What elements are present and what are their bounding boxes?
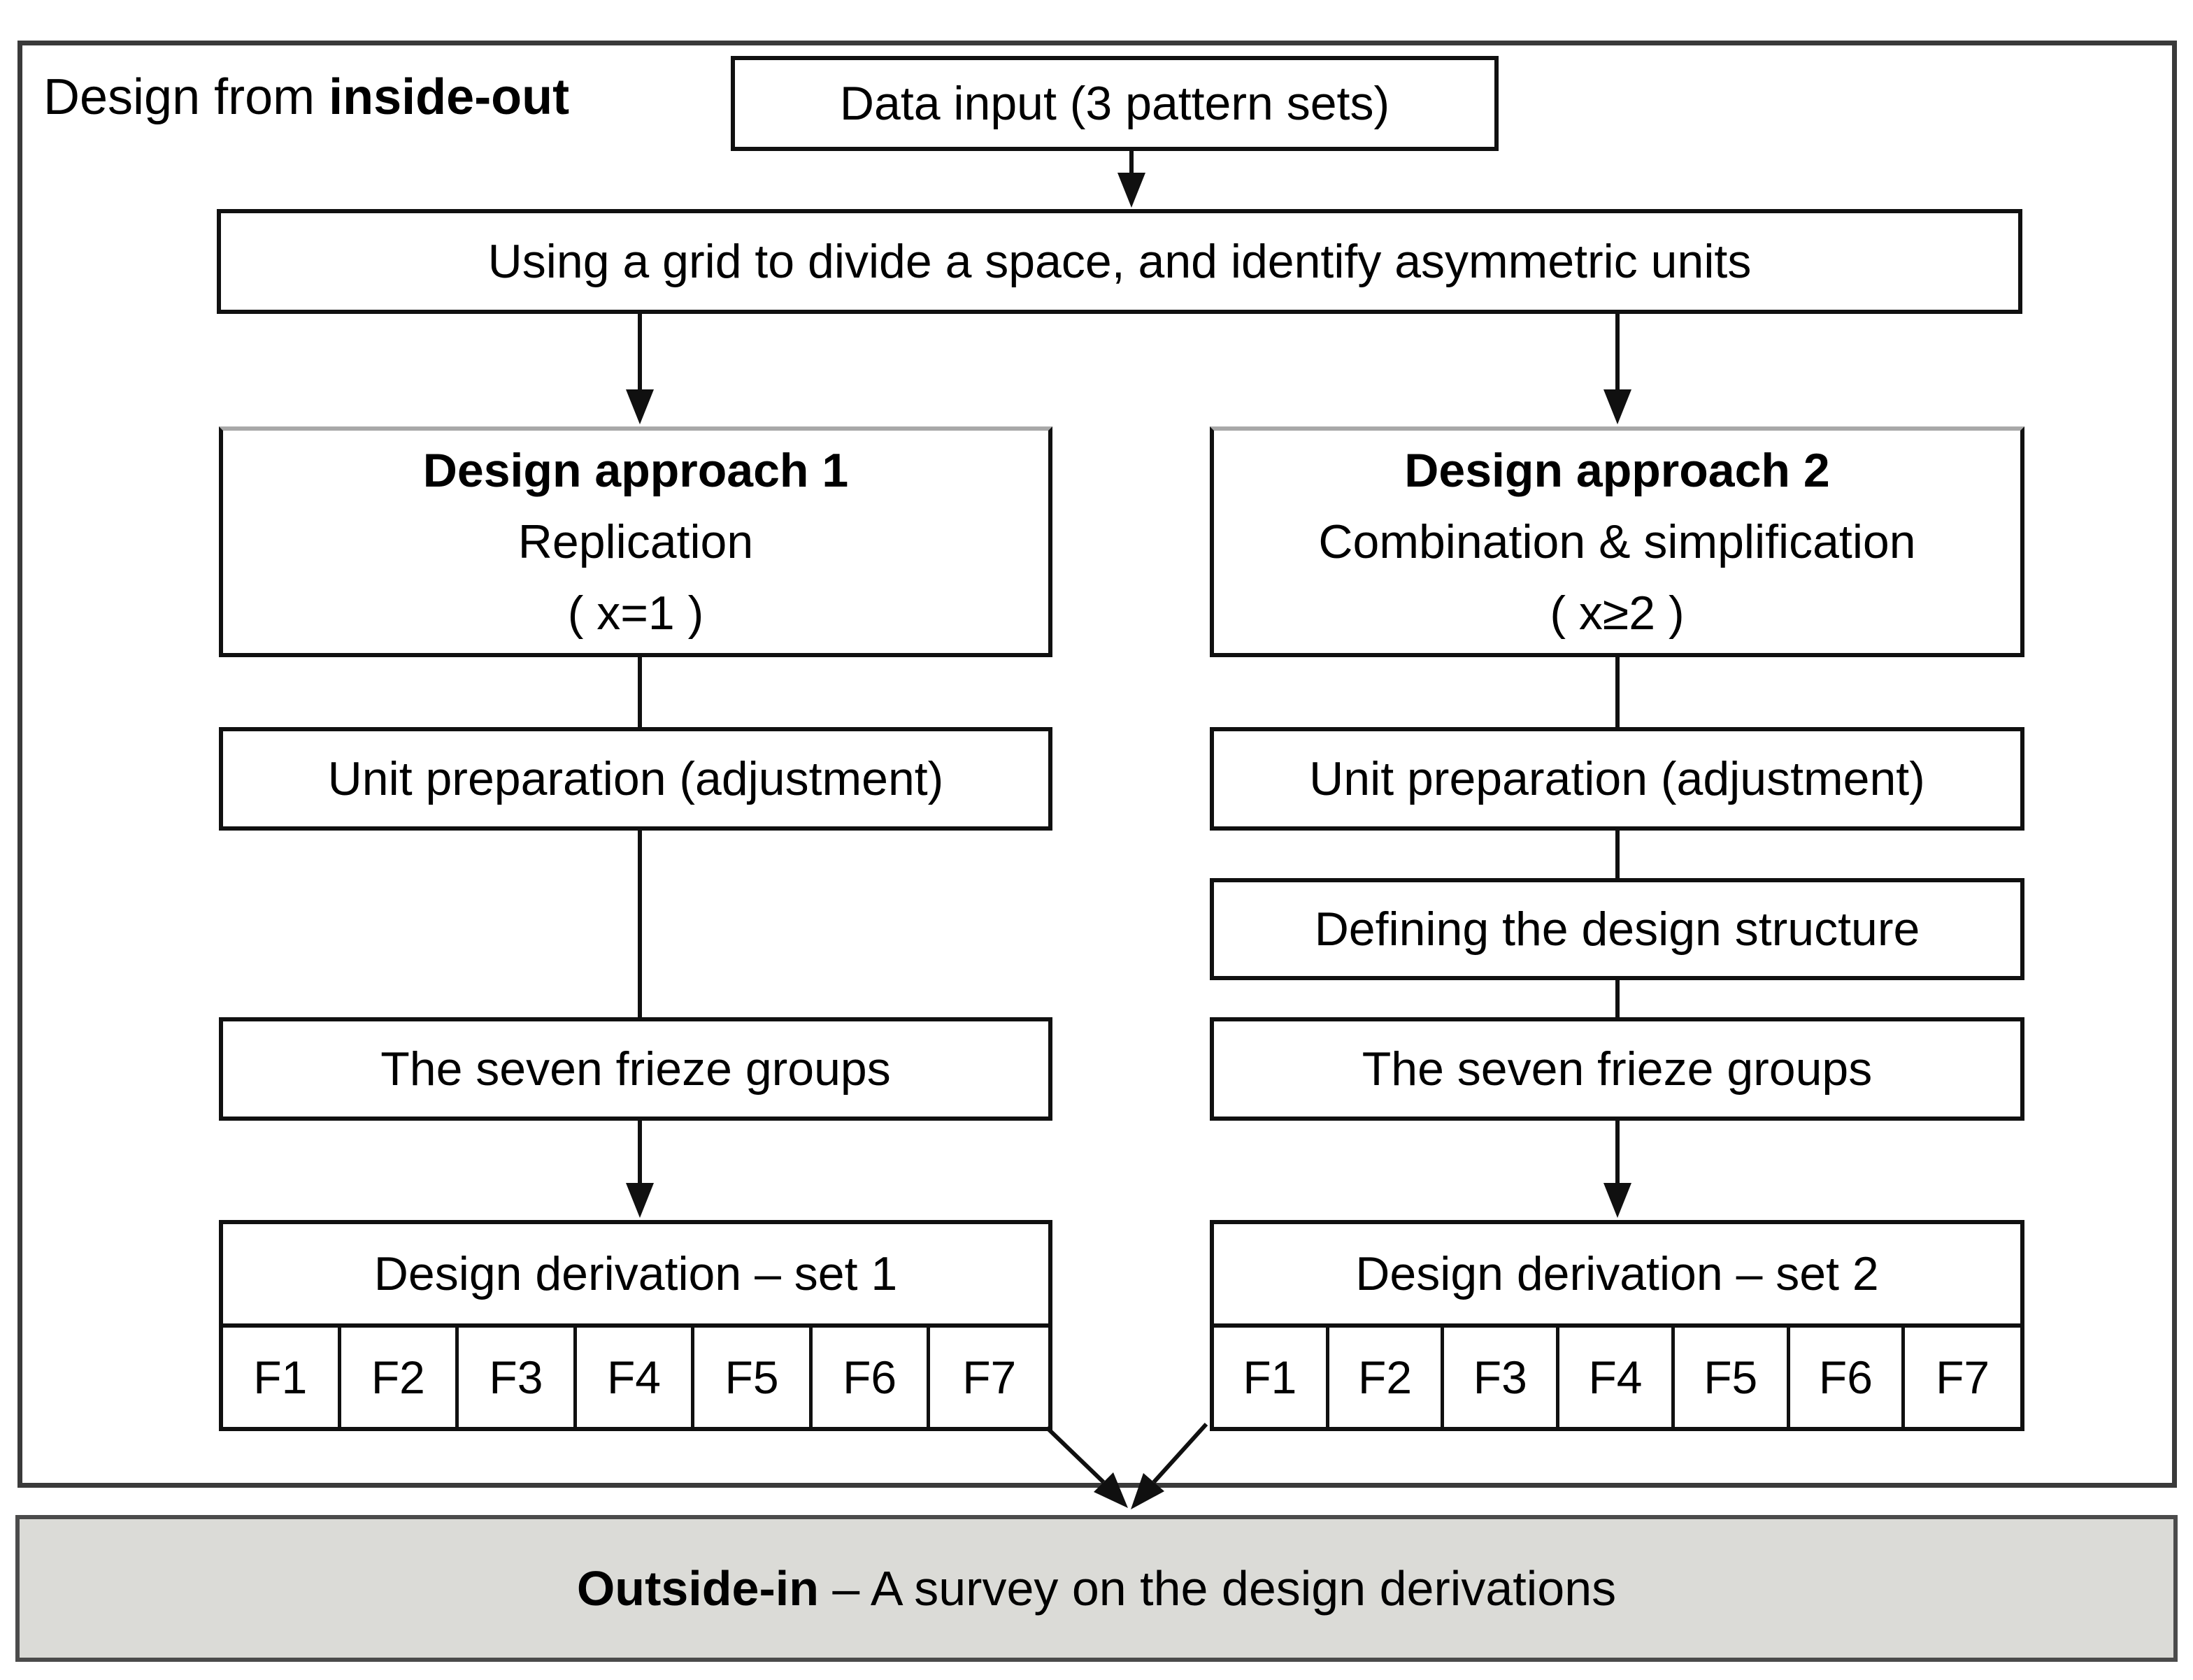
derivation-set-1-title-text: Design derivation – set 1 [373,1247,898,1300]
frieze-cell-f7: F7 [962,1351,1017,1403]
frieze-cell-f3: F3 [459,1328,577,1427]
design-approach-2-box: Design approach 2 Combination & simplifi… [1210,426,2024,657]
corner-label-emphasis: inside-out [329,69,570,125]
data-input-label: Data input (3 pattern sets) [839,76,1390,130]
unit-preparation-2-box: Unit preparation (adjustment) [1210,727,2024,831]
derivation-set-2-row: F1 F2 F3 F4 F5 F6 F7 [1214,1328,2020,1427]
frieze-groups-1-label: The seven frieze groups [380,1042,891,1096]
grid-step-label: Using a grid to divide a space, and iden… [487,234,1752,288]
frieze-cell-f3: F3 [1444,1328,1560,1427]
frieze-cell-f1: F1 [223,1328,341,1427]
frieze-cell-f5: F5 [694,1328,813,1427]
corner-label-prefix: Design from [43,69,329,125]
derivation-set-1-table: Design derivation – set 1 F1 F2 F3 F4 F5… [219,1220,1052,1431]
derivation-set-2-table: Design derivation – set 2 F1 F2 F3 F4 F5… [1210,1220,2024,1431]
outside-in-survey-box: Outside-in – A survey on the design deri… [15,1515,2178,1662]
frieze-cell-f4: F4 [577,1328,695,1427]
design-approach-2-title: Design approach 2 [1404,444,1830,497]
define-structure-label: Defining the design structure [1314,902,1920,956]
survey-label-rest: – A survey on the design derivations [818,1561,1617,1616]
frieze-cell-f7: F7 [1936,1351,1990,1403]
design-approach-1-subtitle: Replication [517,515,754,568]
derivation-set-2-title: Design derivation – set 2 [1214,1224,2020,1328]
design-approach-1-title: Design approach 1 [422,444,849,497]
derivation-set-1-title: Design derivation – set 1 [223,1224,1048,1328]
frieze-cell-f4: F4 [1559,1328,1675,1427]
grid-step-box: Using a grid to divide a space, and iden… [217,209,2022,314]
derivation-set-2-title-text: Design derivation – set 2 [1355,1247,1879,1300]
frieze-cell-f5: F5 [1675,1328,1790,1427]
define-structure-box: Defining the design structure [1210,878,2024,980]
frieze-groups-2-label: The seven frieze groups [1362,1042,1873,1096]
corner-label: Design from inside-out [43,69,570,125]
frieze-cell-f1: F1 [1214,1328,1329,1427]
unit-preparation-1-box: Unit preparation (adjustment) [219,727,1052,831]
frieze-cell-f6: F6 [1790,1328,1906,1427]
data-input-box: Data input (3 pattern sets) [731,56,1499,151]
unit-preparation-2-label: Unit preparation (adjustment) [1309,752,1925,805]
survey-label: Outside-in – A survey on the design deri… [577,1560,1616,1616]
unit-preparation-1-label: Unit preparation (adjustment) [327,752,944,805]
design-approach-2-condition: ( x≥2 ) [1550,587,1685,640]
design-approach-2-subtitle: Combination & simplification [1318,515,1916,568]
survey-label-emphasis: Outside-in [576,1561,819,1616]
design-approach-1-condition: ( x=1 ) [567,587,704,640]
derivation-set-1-row: F1 F2 F3 F4 F5 F6 F7 [223,1328,1048,1427]
design-approach-1-box: Design approach 1 Replication ( x=1 ) [219,426,1052,657]
frieze-groups-1-box: The seven frieze groups [219,1017,1052,1121]
frieze-cell-f2: F2 [1329,1328,1445,1427]
frieze-cell-f2: F2 [341,1328,459,1427]
frieze-cell-f6: F6 [813,1328,931,1427]
frieze-groups-2-box: The seven frieze groups [1210,1017,2024,1121]
